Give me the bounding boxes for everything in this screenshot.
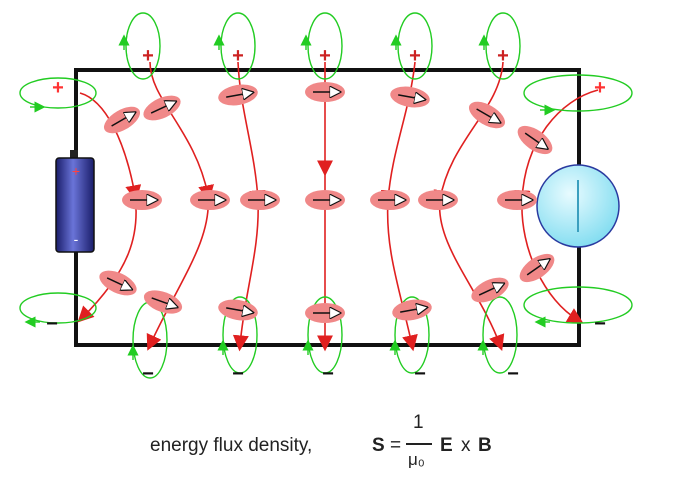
minus-sign: − [322, 363, 334, 385]
minus-sign: − [507, 363, 519, 385]
battery-plus-label: + [72, 163, 80, 179]
symbol-b: B [478, 435, 492, 456]
symbol-s: S [372, 435, 385, 456]
plus-sign: + [232, 45, 244, 67]
fraction-bar [406, 443, 432, 445]
fraction-numerator: 1 [413, 412, 424, 433]
minus-sign: − [232, 363, 244, 385]
circuit-diagram: + - [19, 12, 633, 385]
plus-sign: + [409, 45, 421, 67]
battery: + - [55, 150, 95, 253]
minus-sign: − [594, 313, 606, 335]
light-bulb [536, 164, 620, 248]
plus-sign: + [52, 77, 64, 99]
formula-caption: energy flux density, S = 1 μ₀ E x B [0, 410, 674, 480]
charge-signs: + + + + + + + − − − − − − − [46, 45, 606, 385]
symbol-e: E [440, 435, 453, 456]
minus-sign: − [414, 363, 426, 385]
poynting-vectors [99, 82, 555, 323]
magnetic-field-lines [19, 12, 633, 379]
plus-sign: + [594, 77, 606, 99]
plus-sign: + [497, 45, 509, 67]
minus-sign: − [46, 313, 58, 335]
fraction-denominator: μ₀ [408, 450, 425, 469]
battery-minus-label: - [74, 231, 79, 247]
caption-text: energy flux density, [150, 435, 313, 456]
plus-sign: + [142, 45, 154, 67]
minus-sign: − [142, 363, 154, 385]
equals-sign: = [390, 435, 402, 456]
plus-sign: + [319, 45, 331, 67]
times-sign: x [461, 435, 471, 456]
